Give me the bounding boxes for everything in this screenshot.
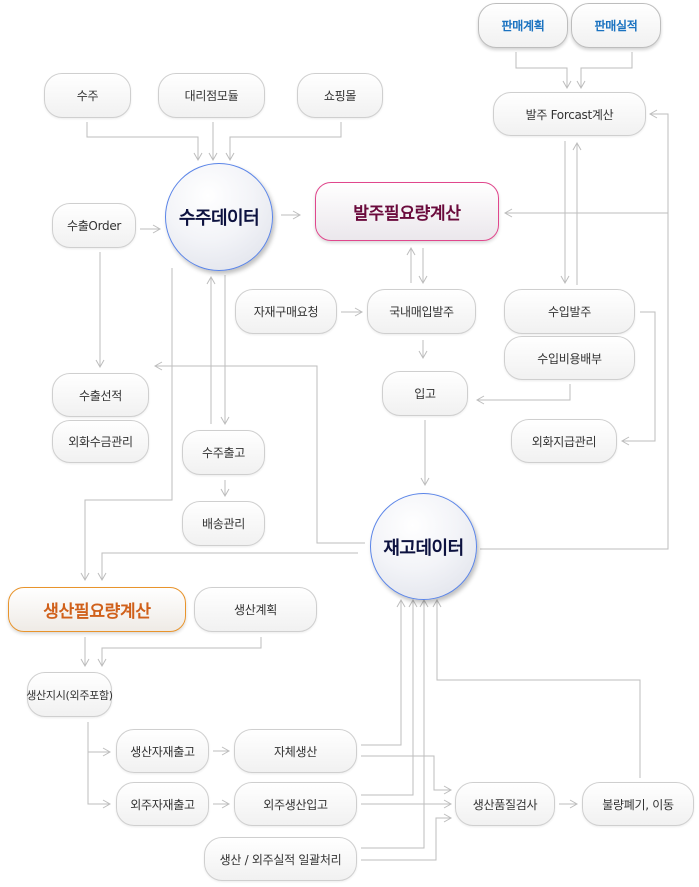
delivery-node[interactable]: 배송관리: [182, 501, 265, 546]
fx-payment-node[interactable]: 외화지급관리: [511, 419, 617, 463]
arrow: [361, 598, 406, 746]
arrow: [80, 268, 173, 582]
arrow: [153, 361, 365, 544]
export-shipping-node[interactable]: 수출선적: [52, 373, 149, 417]
arrow: [432, 598, 641, 778]
domestic-purchase-node[interactable]: 국내매입발주: [367, 289, 476, 334]
arrow: [515, 52, 572, 90]
material-request-node[interactable]: 자재구매요청: [235, 289, 337, 334]
production-material-issue-node[interactable]: 생산자재출고: [116, 729, 209, 773]
arrow: [97, 552, 358, 582]
arrow: [97, 637, 262, 668]
sales-actual-node[interactable]: 판매실적: [571, 3, 661, 48]
quality-inspection-node[interactable]: 생산품질검사: [455, 782, 555, 826]
receiving-node[interactable]: 입고: [382, 371, 468, 416]
export-order-node[interactable]: 수출Order: [52, 203, 136, 248]
production-requirement-node[interactable]: 생산필요량계산: [8, 587, 186, 632]
arrow: [361, 813, 453, 861]
outsourcing-material-issue-node[interactable]: 외주자재출고: [116, 782, 209, 826]
arrow: [87, 752, 112, 809]
outsourced-receipt-node[interactable]: 외주생산입고: [234, 782, 357, 826]
arrow: [361, 598, 429, 849]
import-order-node[interactable]: 수입발주: [504, 289, 635, 334]
arrow: [86, 122, 203, 162]
arrow: [87, 722, 112, 757]
batch-processing-node[interactable]: 생산 / 외주실적 일괄처리: [204, 837, 357, 881]
po-requirement-node[interactable]: 발주필요량계산: [315, 182, 499, 241]
production-plan-node[interactable]: 생산계획: [194, 587, 317, 632]
import-cost-node[interactable]: 수입비용배부: [504, 336, 635, 380]
fx-collection-node[interactable]: 외화수금관리: [52, 420, 149, 463]
arrow: [361, 755, 453, 795]
po-forecast-node[interactable]: 발주 Forcast계산: [493, 92, 646, 136]
sales-plan-node[interactable]: 판매계획: [478, 3, 568, 48]
arrow: [480, 109, 669, 550]
arrow: [475, 384, 571, 405]
inventory-data-hub[interactable]: 재고데이터: [370, 493, 477, 600]
production-order-node[interactable]: 생산지시(외주포함): [26, 672, 113, 717]
defect-disposal-node[interactable]: 불량폐기, 이동: [582, 782, 694, 826]
in-house-production-node[interactable]: 자체생산: [234, 729, 357, 773]
order-node[interactable]: 수주: [44, 73, 131, 118]
arrow: [225, 122, 342, 162]
arrow: [361, 598, 418, 796]
arrow: [620, 311, 656, 446]
order-data-hub[interactable]: 수주데이터: [165, 163, 273, 271]
arrow: [576, 52, 633, 90]
shopping-mall-node[interactable]: 쇼핑몰: [297, 73, 383, 118]
agency-module-node[interactable]: 대리점모듈: [158, 73, 265, 118]
order-shipment-node[interactable]: 수주출고: [182, 430, 265, 475]
